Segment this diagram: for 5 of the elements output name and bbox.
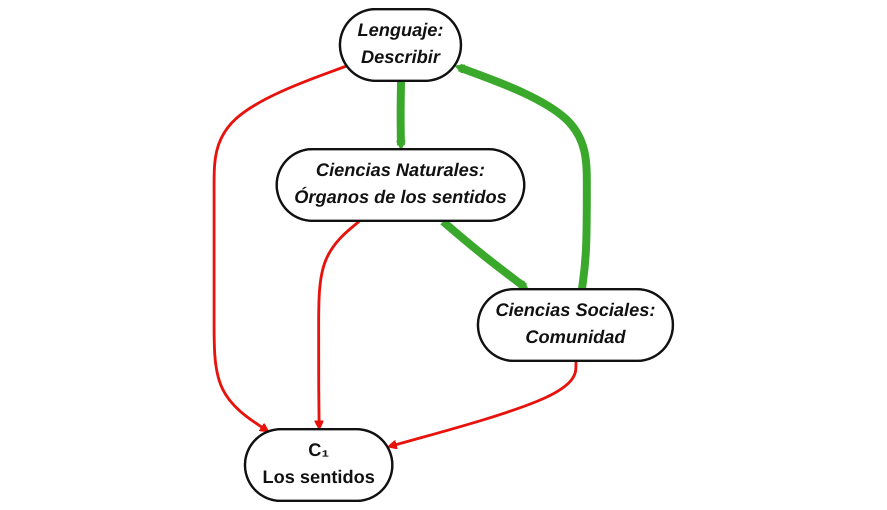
- arrow: [314, 220, 360, 430]
- arrow: [454, 64, 591, 290]
- arrow: [212, 64, 348, 432]
- arrow: [387, 361, 578, 450]
- arrow: [396, 81, 406, 150]
